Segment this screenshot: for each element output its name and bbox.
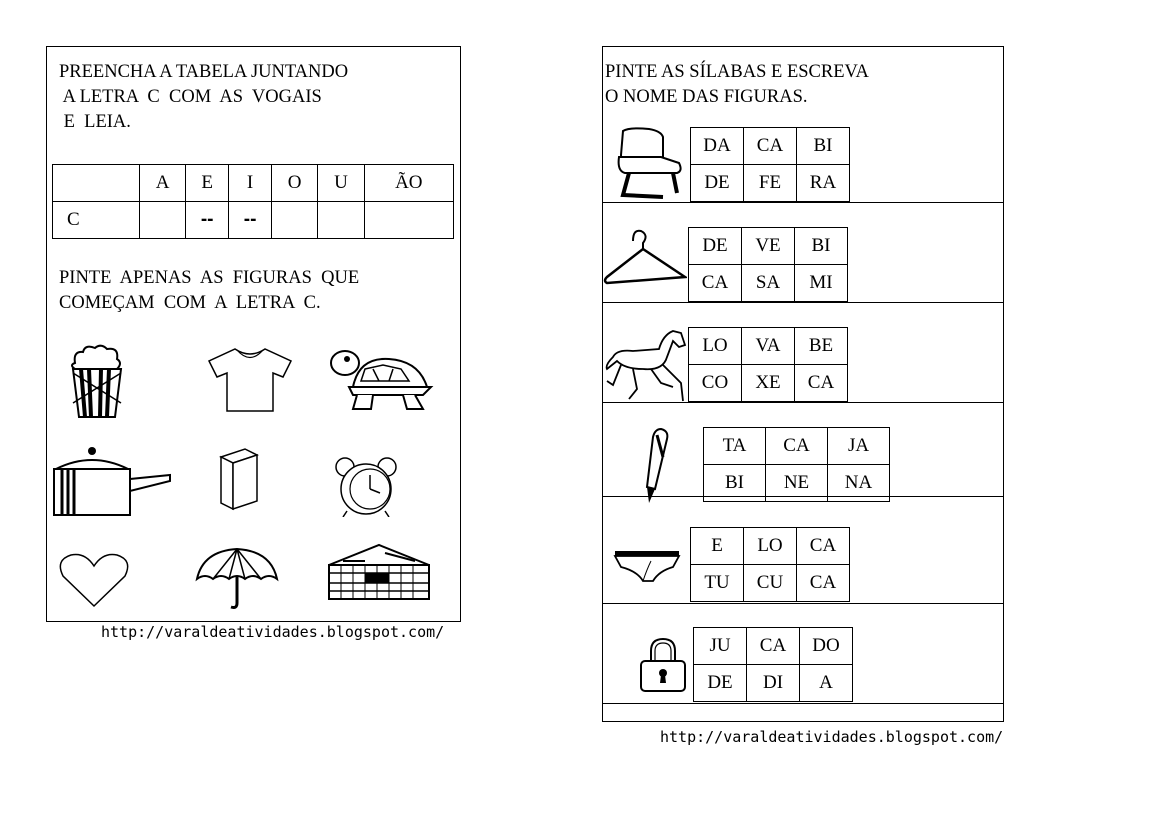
syllable-cell[interactable]: DE: [690, 164, 744, 202]
syllable-cell[interactable]: CO: [688, 364, 742, 402]
syllable-instruction: PINTE AS SÍLABAS E ESCREVA O NOME DAS FI…: [605, 62, 869, 107]
syllable-cell[interactable]: LO: [743, 527, 797, 565]
underwear-icon[interactable]: [613, 549, 681, 583]
pen-icon[interactable]: [641, 427, 671, 507]
right-worksheet: PINTE AS SÍLABAS E ESCREVA O NOME DAS FI…: [602, 46, 1004, 722]
syllable-cell[interactable]: DE: [693, 664, 747, 702]
syllable-cell[interactable]: MI: [794, 264, 848, 302]
syllable-cell[interactable]: BE: [794, 327, 848, 365]
header-cell: [52, 164, 140, 202]
syllable-cell[interactable]: CU: [743, 564, 797, 602]
header-cell: I: [228, 164, 273, 202]
syllable-cell[interactable]: RA: [796, 164, 850, 202]
house-icon[interactable]: [325, 543, 433, 601]
syllable-cell[interactable]: BI: [796, 127, 850, 165]
syllable-cell[interactable]: NA: [827, 464, 890, 502]
syllable-cell[interactable]: CA: [688, 264, 742, 302]
syllable-cell[interactable]: SA: [741, 264, 795, 302]
heart-icon[interactable]: [57, 552, 131, 608]
syllable-cell[interactable]: TU: [690, 564, 744, 602]
pot-icon[interactable]: [52, 445, 172, 519]
syllable-cell[interactable]: TA: [703, 427, 766, 465]
syllable-cell[interactable]: CA: [746, 627, 800, 665]
answer-cell[interactable]: --: [185, 201, 230, 239]
padlock-icon[interactable]: [639, 637, 687, 693]
answer-cell[interactable]: [271, 201, 319, 239]
umbrella-icon[interactable]: [195, 547, 279, 611]
syllable-cell[interactable]: DA: [690, 127, 744, 165]
syllable-cell[interactable]: CA: [794, 364, 848, 402]
answer-cell[interactable]: --: [228, 201, 273, 239]
left-worksheet: PREENCHA A TABELA JUNTANDO A LETRA C COM…: [46, 46, 461, 622]
syllable-cell[interactable]: BI: [794, 227, 848, 265]
syllable-cell[interactable]: BI: [703, 464, 766, 502]
hanger-icon[interactable]: [603, 227, 687, 287]
footer-url-left[interactable]: http://varaldeatividades.blogspot.com/: [101, 623, 445, 641]
tshirt-icon[interactable]: [207, 347, 293, 413]
header-cell: ÃO: [363, 164, 455, 202]
write-line: [603, 302, 1003, 303]
syllable-cell[interactable]: DE: [688, 227, 742, 265]
header-cell: O: [271, 164, 319, 202]
chair-icon[interactable]: [615, 127, 685, 199]
fill-table: A E I O U ÃO C -- --: [52, 164, 455, 239]
write-line: [603, 496, 1003, 497]
syllable-cell[interactable]: DO: [799, 627, 853, 665]
answer-cell[interactable]: [363, 201, 455, 239]
write-line: [603, 603, 1003, 604]
box-icon[interactable]: [217, 447, 261, 511]
footer-url-right[interactable]: http://varaldeatividades.blogspot.com/: [660, 728, 1004, 746]
syllable-cell[interactable]: VA: [741, 327, 795, 365]
answer-cell[interactable]: [138, 201, 187, 239]
syllable-cell[interactable]: JU: [693, 627, 747, 665]
syllable-cell[interactable]: CA: [796, 564, 850, 602]
popcorn-icon[interactable]: [67, 343, 127, 421]
write-line: [603, 703, 1003, 704]
header-cell: E: [185, 164, 230, 202]
header-cell: U: [317, 164, 365, 202]
syllable-cell[interactable]: E: [690, 527, 744, 565]
turtle-icon[interactable]: [323, 347, 435, 415]
syllable-cell[interactable]: FE: [743, 164, 797, 202]
syllable-cell[interactable]: CA: [765, 427, 828, 465]
syllable-cell[interactable]: VE: [741, 227, 795, 265]
header-cell: A: [138, 164, 187, 202]
row-label: C: [52, 201, 140, 239]
syllable-cell[interactable]: JA: [827, 427, 890, 465]
fill-table-answer-row: C -- --: [52, 201, 455, 239]
answer-cell[interactable]: [317, 201, 365, 239]
syllable-cell[interactable]: CA: [743, 127, 797, 165]
syllable-cell[interactable]: A: [799, 664, 853, 702]
syllable-cell[interactable]: DI: [746, 664, 800, 702]
syllable-cell[interactable]: LO: [688, 327, 742, 365]
alarm-clock-icon[interactable]: [333, 457, 399, 517]
fill-table-header-row: A E I O U ÃO: [52, 164, 455, 202]
horse-icon[interactable]: [603, 327, 687, 407]
paint-instruction: PINTE APENAS AS FIGURAS QUE COMEÇAM COM …: [59, 268, 360, 313]
syllable-cell[interactable]: CA: [796, 527, 850, 565]
fill-table-instruction: PREENCHA A TABELA JUNTANDO A LETRA C COM…: [59, 62, 349, 132]
syllable-cell[interactable]: XE: [741, 364, 795, 402]
write-line: [603, 402, 1003, 403]
write-line: [603, 202, 1003, 203]
